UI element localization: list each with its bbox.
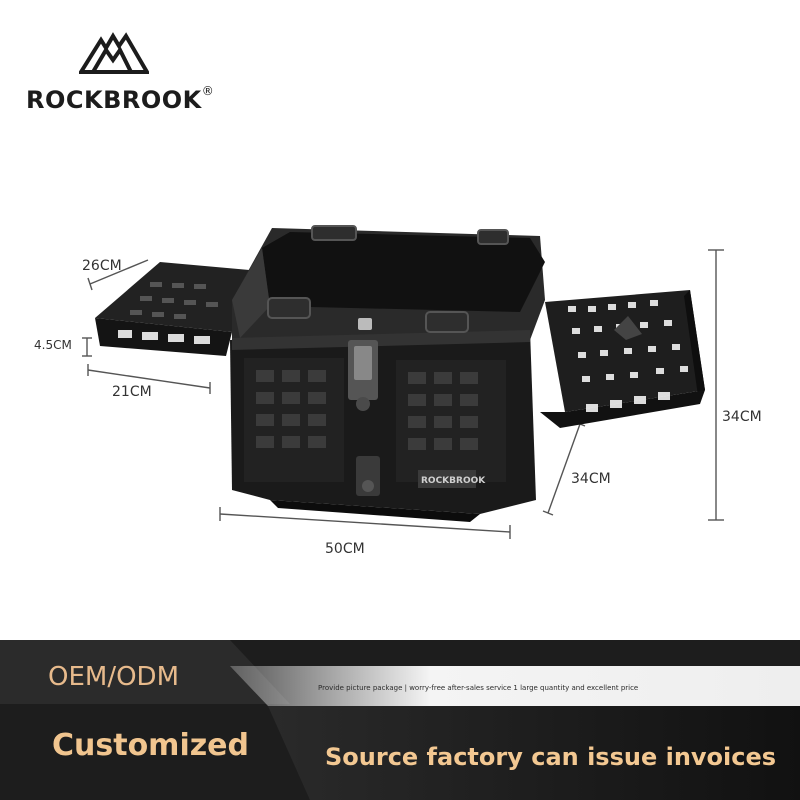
service-note: Provide picture package | worry-free aft… xyxy=(318,684,639,692)
oem-odm-label: OEM/ODM xyxy=(48,662,180,692)
promo-banner: OEM/ODM Provide picture package | worry-… xyxy=(0,640,800,800)
box-width-label: 50CM xyxy=(325,541,365,557)
mountain-logo-icon xyxy=(79,32,149,74)
brand-name: ROCKBROOK® xyxy=(26,84,215,114)
product-image: ROCKBROOK 26CM 4.5CM 21CM 50CM 34CM 34CM xyxy=(34,225,762,557)
banner-background xyxy=(0,640,800,800)
left-rack xyxy=(95,262,272,356)
box-brand-label: ROCKBROOK xyxy=(421,476,486,486)
box-body: ROCKBROOK xyxy=(230,225,545,522)
box-height-label: 34CM xyxy=(722,409,762,425)
rack-depth-label: 26CM xyxy=(82,258,122,274)
customized-label: Customized xyxy=(52,728,250,763)
rack-height-label: 4.5CM xyxy=(34,338,72,352)
rack-width-label: 21CM xyxy=(112,384,152,400)
invoice-label: Source factory can issue invoices xyxy=(325,743,777,771)
box-depth-label: 34CM xyxy=(571,471,611,487)
right-rack xyxy=(540,290,705,428)
top-case-illustration: ROCKBROOK xyxy=(82,225,724,539)
brand-logo: ROCKBROOK® xyxy=(22,22,222,122)
